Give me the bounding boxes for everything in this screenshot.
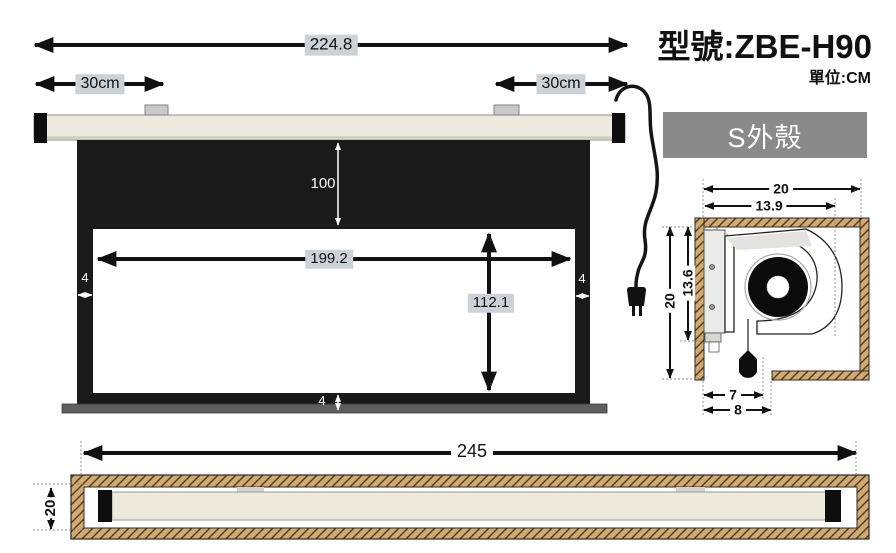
- bottom-weight-bar: [61, 403, 608, 414]
- roller-axle-hole: [766, 275, 790, 299]
- mounting-bracket-right: [493, 104, 520, 116]
- mounting-bracket-left: [144, 104, 169, 116]
- recess-length-label: 245: [450, 441, 494, 462]
- front-view-drawing: [33, 37, 660, 414]
- screen-housing-bar: [33, 114, 626, 141]
- viewing-width-label: 199.2: [305, 249, 353, 269]
- bracket-screw-top: [709, 264, 715, 270]
- border-bottom-label: 4: [318, 392, 326, 408]
- casing-wall-bracket: [703, 229, 726, 334]
- detail-inner-width-label: 13.9: [751, 197, 787, 214]
- housing-end-cap-right: [612, 113, 625, 143]
- cross-section-drawing: [662, 179, 870, 416]
- viewing-height-label: 112.1: [467, 293, 515, 313]
- plug-prong-left: [632, 306, 635, 316]
- recessed-cap-left: [98, 490, 112, 522]
- detail-inner-height-label: 13.6: [679, 265, 696, 301]
- power-plug: [627, 287, 646, 306]
- extension-lines: [662, 179, 862, 416]
- unit-note: 單位:CM: [808, 70, 871, 87]
- recess-bracket-right: [676, 487, 705, 493]
- recessed-housing-bar: [111, 491, 827, 521]
- housing-end-cap-left: [34, 113, 47, 143]
- model-title: 型號:ZBE-H90: [657, 28, 872, 65]
- casing-type-label: S外殼: [727, 122, 803, 153]
- recess-height-label: 20: [41, 497, 60, 519]
- recess-bracket-left: [237, 487, 264, 493]
- bracket-offset-left-label: 30cm: [75, 74, 125, 94]
- border-left-label: 4: [81, 269, 89, 285]
- recess-hatch-top: [694, 217, 870, 228]
- corner-dashed-line-2: [708, 223, 735, 239]
- rolled-screen-outline: [744, 253, 812, 321]
- recessed-cap-right: [825, 490, 841, 522]
- detail-outer-height-label: 20: [661, 289, 678, 313]
- recess-hatch-right: [859, 217, 870, 381]
- bracket-foot-clip: [708, 341, 720, 353]
- detail-outer-width-label: 20: [769, 180, 793, 197]
- bracket-offset-right-label: 30cm: [536, 74, 586, 94]
- pull-weight: [739, 350, 757, 378]
- recess-side-view-drawing: [33, 441, 870, 540]
- bracket-screw-bottom: [709, 304, 715, 310]
- detail-slot-outer-label: 8: [730, 401, 746, 418]
- recess-hatch-left: [694, 217, 705, 381]
- top-drop-label: 100: [310, 174, 336, 192]
- casing-type-panel: S外殼: [663, 112, 867, 158]
- recess-hatch-bottom: [771, 370, 870, 381]
- border-right-label: 4: [578, 270, 586, 286]
- casing-top-plate: [726, 231, 812, 250]
- bracket-foot: [704, 332, 722, 343]
- plug-prong-right: [639, 306, 642, 316]
- recess-extension-lines: [33, 441, 857, 531]
- overall-width-label: 224.8: [304, 34, 358, 56]
- power-cord: [614, 84, 660, 290]
